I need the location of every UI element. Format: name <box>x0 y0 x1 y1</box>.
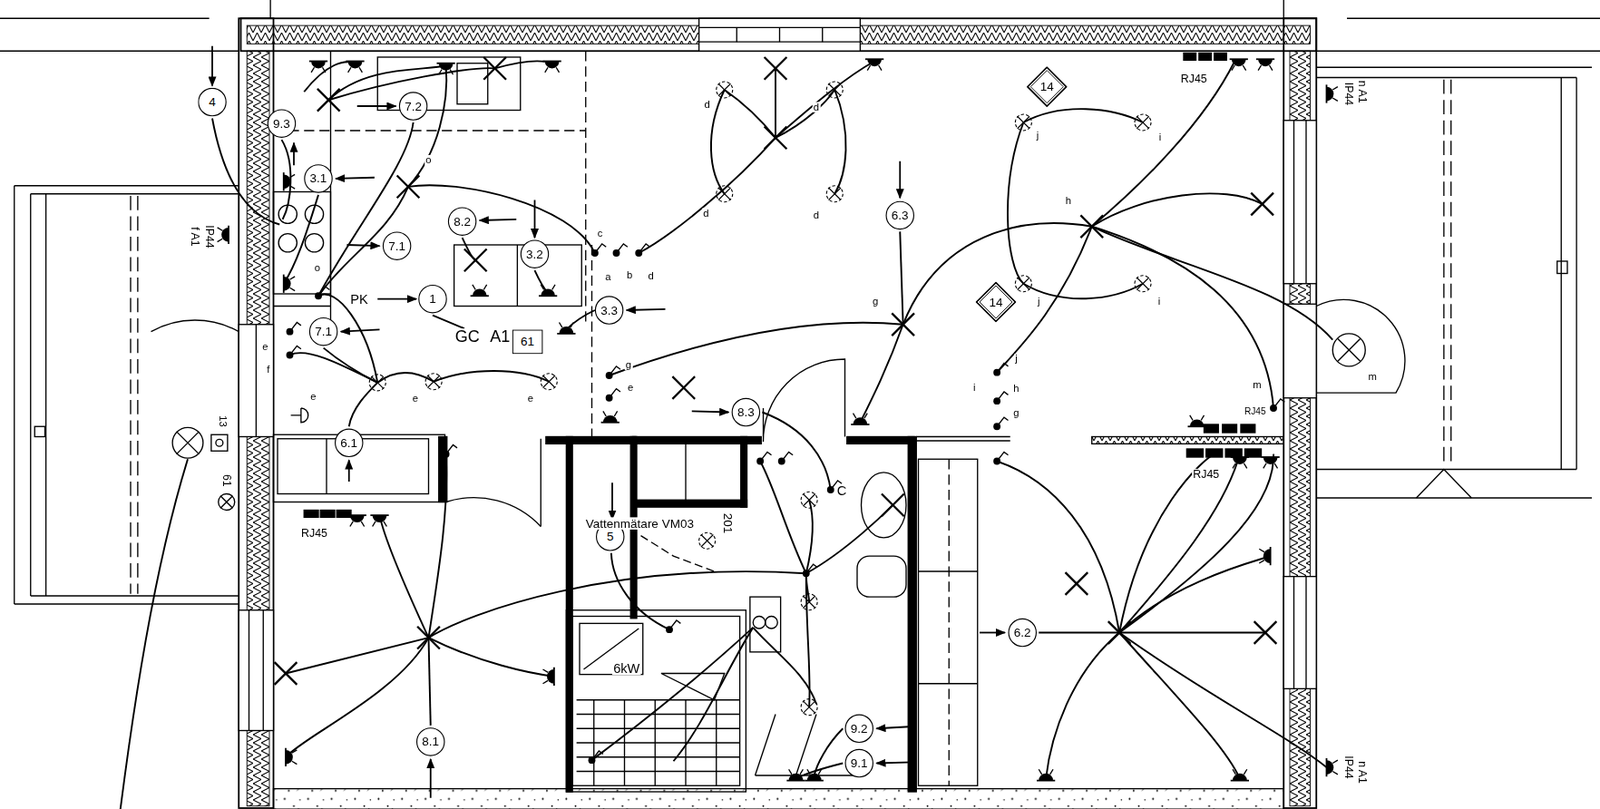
circuit-letter: g <box>624 360 634 371</box>
plan-label: C <box>836 484 849 498</box>
circuit-letter: e <box>261 341 270 352</box>
circuit-callout: 4 <box>197 87 227 118</box>
callout-number: 1 <box>429 292 437 306</box>
circuit-callout: 3.3 <box>595 295 625 325</box>
circuit-callout: 3.1 <box>303 164 333 194</box>
circuit-callout: 6.2 <box>1008 618 1038 648</box>
panel-box: 61 <box>512 329 544 354</box>
plan-label: IP44 <box>1343 754 1355 781</box>
circuit-letter: o <box>313 263 322 274</box>
circuit-letter: i <box>972 382 977 393</box>
circuit-letter: i <box>1157 296 1162 307</box>
circuit-letter: j <box>1035 130 1041 141</box>
callout-number: 3.1 <box>310 172 328 186</box>
plan-label: IP44 <box>1343 81 1355 108</box>
circuit-callout: 6.1 <box>334 429 364 459</box>
callout-number: 6.1 <box>340 437 358 450</box>
circuit-callout: 7.1 <box>309 317 339 347</box>
plan-label: n A1 <box>1356 760 1368 785</box>
callout-number: 6.3 <box>891 209 909 223</box>
circuit-callout: 8.1 <box>416 727 446 757</box>
callout-number: 4 <box>208 96 216 109</box>
circuit-letter: e <box>626 382 635 393</box>
circuit-letter: d <box>812 210 821 221</box>
plan-label: IP44 <box>203 224 215 250</box>
circuit-letter: d <box>702 99 712 110</box>
circuit-letter: h <box>1064 195 1074 206</box>
plan-label: 201 <box>721 512 734 536</box>
circuit-callout: 9.3 <box>267 108 297 138</box>
plan-label: f A1 <box>189 225 201 248</box>
circuit-letter: e <box>526 393 536 404</box>
callout-number: 7.1 <box>314 325 332 339</box>
callout-number: 14 <box>1040 80 1054 94</box>
plan-label: RJ45 <box>300 527 329 539</box>
circuit-letter: i <box>1158 132 1163 143</box>
circuit-letter: d <box>646 271 655 282</box>
circuit-callout: 8.3 <box>731 398 761 428</box>
circuit-callout: 9.2 <box>845 714 875 744</box>
callout-number: 9.2 <box>850 722 869 736</box>
callout-number: 9.3 <box>273 117 291 130</box>
circuit-letter: a <box>604 272 613 283</box>
plan-label: 6kW <box>612 662 642 676</box>
plan-label: RJ45 <box>1180 72 1209 84</box>
circuit-letter: m <box>1366 371 1378 382</box>
circuit-letter: e <box>411 393 420 404</box>
circuit-letter: RJ45 <box>1243 407 1268 417</box>
callout-number: 6.2 <box>1014 626 1032 640</box>
circuit-letter: b <box>625 270 635 281</box>
plan-label: PK <box>349 292 370 306</box>
callout-number: 8.2 <box>453 214 471 228</box>
plan-label: 61 <box>221 473 233 488</box>
circuit-callout: 9.1 <box>845 749 875 779</box>
circuit-letter: e <box>309 391 318 402</box>
callout-number: 3.3 <box>600 303 618 317</box>
callout-number: 14 <box>988 295 1003 309</box>
circuit-letter: o <box>424 155 433 166</box>
callout-number: 7.2 <box>404 99 422 113</box>
circuit-letter: c <box>596 228 605 239</box>
circuit-callout: 6.3 <box>886 201 916 231</box>
callout-number: 9.1 <box>850 757 869 771</box>
circuit-letter: m <box>1251 380 1263 391</box>
circuit-callout: 8.2 <box>448 206 478 236</box>
circuit-letter: j <box>1014 353 1019 364</box>
plan-label: Vattenmätare VM03 <box>585 517 695 530</box>
circuit-letter: g <box>1012 408 1021 419</box>
circuit-letter: f <box>265 364 271 375</box>
reference-diamond: 14 <box>1026 66 1068 108</box>
circuit-callout: 3.2 <box>520 239 550 269</box>
circuit-letter: 13 <box>217 414 228 429</box>
circuit-letter: g <box>871 296 880 307</box>
callout-number: 3.2 <box>526 247 544 261</box>
callout-number: 61 <box>520 335 535 349</box>
callout-number: 7.1 <box>388 239 406 253</box>
plan-label: A1 <box>488 328 511 345</box>
callout-number: 5 <box>606 530 615 544</box>
plan-label: n A1 <box>1356 79 1368 105</box>
callout-number: 8.3 <box>737 406 755 420</box>
circuit-callout: 1 <box>418 284 448 314</box>
circuit-letter: d <box>702 208 711 219</box>
plan-label: GC <box>454 328 481 345</box>
circuit-callout: 7.1 <box>382 231 412 261</box>
circuit-callout: 7.2 <box>399 91 429 121</box>
circuit-letter: j <box>1036 296 1042 307</box>
plan-label: RJ45 <box>1191 468 1220 480</box>
reference-diamond: 14 <box>975 282 1017 323</box>
circuit-letter: d <box>812 102 821 113</box>
circuit-letter: h <box>1012 383 1021 394</box>
callout-number: 8.1 <box>421 735 440 749</box>
